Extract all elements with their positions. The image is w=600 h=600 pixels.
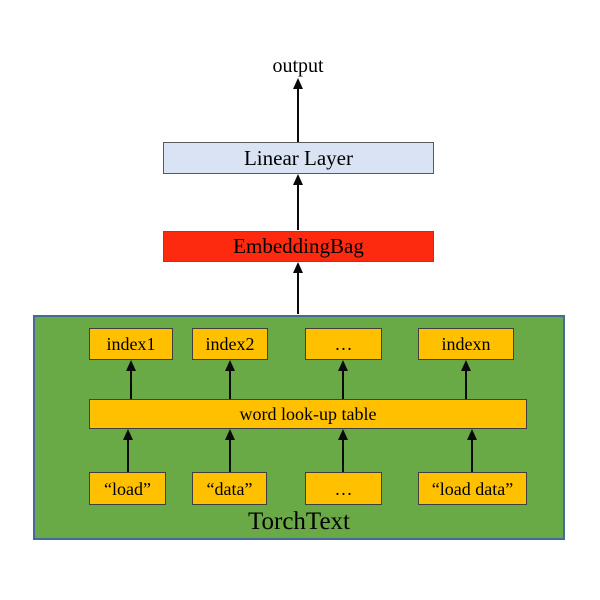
output-label: output [272, 55, 324, 77]
embedding-bag-box: EmbeddingBag [163, 231, 434, 262]
arrow-table-to-indexn [461, 360, 471, 399]
word-box-load: “load” [89, 472, 166, 505]
word-box-load-data: “load data” [418, 472, 527, 505]
arrow-loaddata-to-table [467, 429, 477, 472]
arrow-torchtext-to-embeddingbag [293, 262, 303, 314]
word-lookup-table-box: word look-up table [89, 399, 527, 429]
arrow-table-to-index1 [126, 360, 136, 399]
index-box-1: index1 [89, 328, 173, 360]
word-box-ellipsis: … [305, 472, 382, 505]
linear-layer-box: Linear Layer [163, 142, 434, 174]
torchtext-label: TorchText [247, 508, 350, 535]
arrow-linear-to-output [293, 78, 303, 142]
index-box-n: indexn [418, 328, 514, 360]
arrow-embeddingbag-to-linear [293, 174, 303, 230]
arrow-table-to-index-ellipsis [338, 360, 348, 399]
index-box-2: index2 [192, 328, 268, 360]
arrow-load-to-table [123, 429, 133, 472]
arrow-data-to-table [225, 429, 235, 472]
word-box-data: “data” [192, 472, 267, 505]
index-box-ellipsis: … [305, 328, 382, 360]
arrow-table-to-index2 [225, 360, 235, 399]
arrow-ellipsis-to-table [338, 429, 348, 472]
